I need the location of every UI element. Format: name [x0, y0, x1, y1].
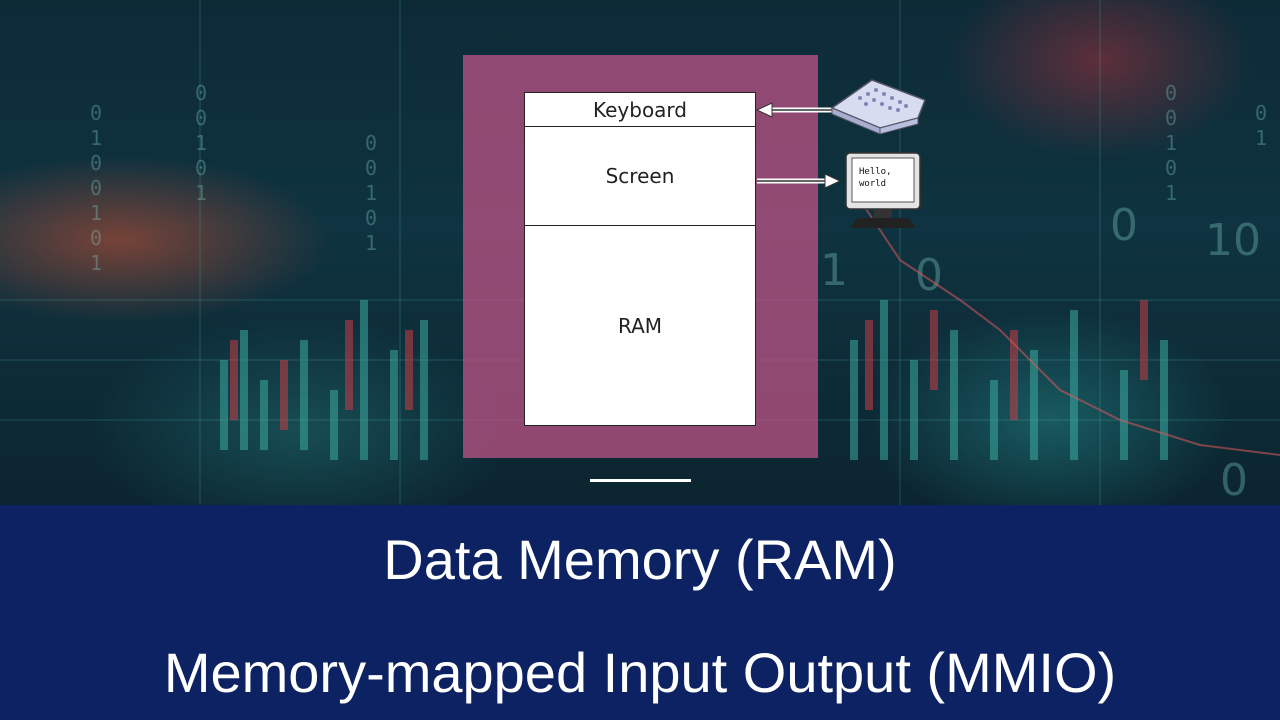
- svg-text:0: 0: [365, 156, 377, 180]
- svg-text:1: 1: [90, 126, 102, 150]
- svg-text:1: 1: [1255, 126, 1267, 150]
- keyboard-icon: [830, 79, 926, 135]
- keyboard-label: Keyboard: [592, 97, 687, 122]
- svg-text:10: 10: [1205, 215, 1261, 266]
- svg-text:0: 0: [90, 101, 102, 125]
- svg-text:1: 1: [820, 245, 848, 296]
- title-bar: [0, 505, 1280, 720]
- keyboard-arrow: [755, 102, 835, 118]
- memory-map: Keyboard Screen RAM: [524, 92, 756, 426]
- title-line-1: Data Memory (RAM): [383, 528, 897, 591]
- monitor-icon: Hello, world: [845, 152, 921, 228]
- svg-text:1: 1: [195, 131, 207, 155]
- svg-text:1: 1: [1165, 131, 1177, 155]
- svg-text:1: 1: [90, 201, 102, 225]
- svg-text:0: 0: [90, 176, 102, 200]
- svg-text:0: 0: [90, 151, 102, 175]
- screen-label: Screen: [605, 164, 675, 188]
- svg-text:1: 1: [90, 251, 102, 275]
- svg-text:0: 0: [1165, 81, 1177, 105]
- monitor-text-line2: world: [859, 179, 886, 189]
- svg-text:1: 1: [1165, 181, 1177, 205]
- svg-text:0: 0: [365, 131, 377, 155]
- svg-text:0: 0: [1165, 156, 1177, 180]
- screen-segment: Screen: [525, 127, 755, 226]
- svg-text:0: 0: [1165, 106, 1177, 130]
- svg-text:0: 0: [1255, 101, 1267, 125]
- svg-text:0: 0: [1110, 200, 1138, 251]
- background-decoration: 010 010 1 001 01 001 01 001 01 01 0 10 0…: [0, 0, 1280, 505]
- svg-text:0: 0: [195, 156, 207, 180]
- ram-segment: RAM: [525, 226, 755, 425]
- svg-text:1: 1: [195, 181, 207, 205]
- svg-text:1: 1: [365, 231, 377, 255]
- title-line-2: Memory-mapped Input Output (MMIO): [163, 641, 1117, 704]
- monitor-text-line1: Hello,: [859, 167, 892, 177]
- svg-text:0: 0: [195, 81, 207, 105]
- svg-text:0: 0: [195, 106, 207, 130]
- svg-text:0: 0: [365, 206, 377, 230]
- screen-arrow: [757, 173, 842, 189]
- svg-text:0: 0: [1220, 455, 1248, 505]
- divider: [590, 479, 691, 482]
- svg-text:1: 1: [365, 181, 377, 205]
- diagram-overlay: Hello, world: [755, 79, 926, 228]
- svg-text:0: 0: [915, 250, 943, 301]
- keyboard-segment: Keyboard: [525, 93, 755, 127]
- ram-label: RAM: [617, 313, 663, 338]
- svg-text:0: 0: [90, 226, 102, 250]
